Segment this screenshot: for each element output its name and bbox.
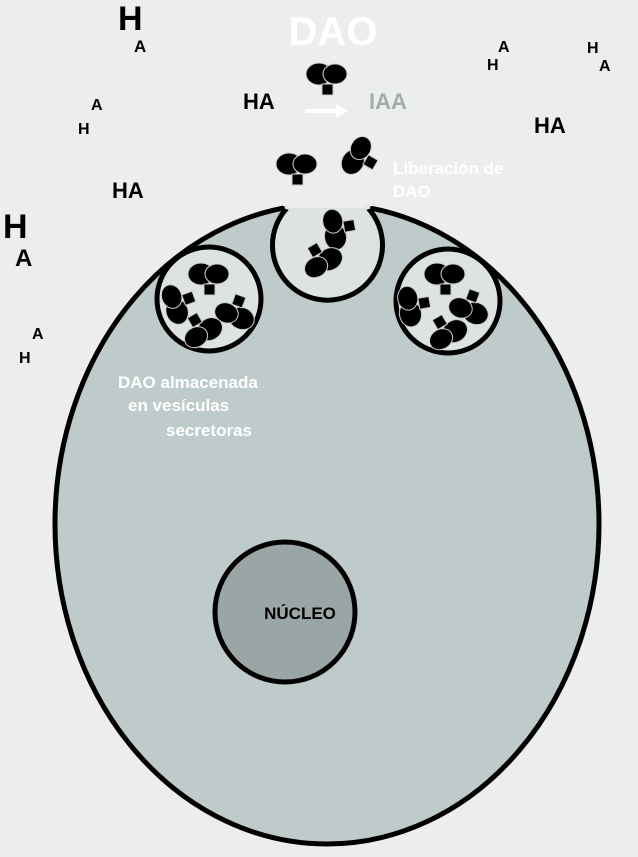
histamine-h: H bbox=[78, 121, 90, 138]
storage-label-line1: DAO almacenada bbox=[118, 373, 258, 392]
histamine-a: A bbox=[599, 58, 611, 75]
reaction-substrate: HA bbox=[243, 89, 275, 114]
histamine-h: H bbox=[118, 0, 143, 38]
release-label-line2: DAO bbox=[393, 182, 431, 201]
nucleus-label: NÚCLEO bbox=[264, 604, 336, 623]
histamine-h: H bbox=[19, 350, 31, 367]
histamine-h: H bbox=[487, 57, 499, 74]
arrow-right-icon bbox=[305, 104, 348, 118]
histamine-h: H bbox=[3, 208, 28, 246]
secretory-vesicle-right bbox=[393, 246, 503, 356]
release-label-line1: Liberación de bbox=[393, 159, 504, 178]
histamine-a: A bbox=[32, 326, 44, 343]
reaction-product: IAA bbox=[369, 89, 407, 114]
histamine-a: A bbox=[91, 97, 103, 114]
histamine-a: A bbox=[134, 37, 146, 56]
nucleus bbox=[212, 539, 358, 685]
histamine-a: A bbox=[498, 39, 510, 56]
histamine-label: HA bbox=[112, 178, 144, 203]
storage-label-line2: en vesículas bbox=[128, 396, 229, 415]
dao-title: DAO bbox=[289, 10, 378, 54]
histamine-label: HA bbox=[534, 113, 566, 138]
histamine-a: A bbox=[15, 245, 32, 272]
histamine-h: H bbox=[587, 40, 599, 57]
storage-label-line3: secretoras bbox=[166, 421, 252, 440]
